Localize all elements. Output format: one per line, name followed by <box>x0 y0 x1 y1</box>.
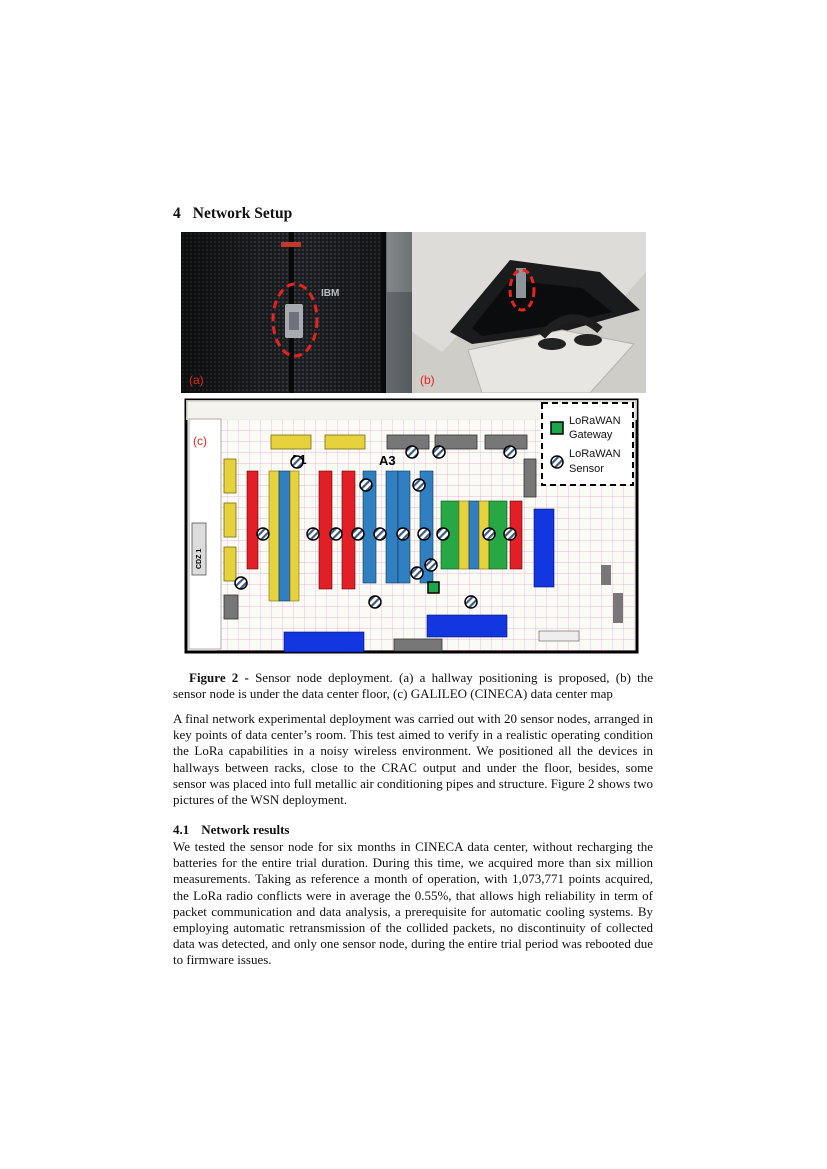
panel-label-a: (a) <box>189 373 204 387</box>
sensor-device-floor <box>516 268 526 298</box>
legend-sensor-line1: LoRaWAN <box>569 448 621 460</box>
section-heading: 4 Network Setup <box>173 205 292 223</box>
paragraph-deployment: A final network experimental deployment … <box>173 711 653 808</box>
figure-caption: Figure 2 - Sensor node deployment. (a) a… <box>173 670 653 702</box>
photo-rack-hallway: IBM (a) <box>181 232 412 393</box>
rack-group-a3 <box>362 470 434 584</box>
rack-group-a1 <box>246 470 356 602</box>
datacenter-map: CDZ 1 (c) <box>183 397 640 655</box>
highlight-ellipse <box>271 282 319 358</box>
section-title: Network Setup <box>192 205 293 222</box>
paragraph-network-results: We tested the sensor node for six months… <box>173 839 653 968</box>
legend-gateway-line1: LoRaWAN <box>569 415 621 427</box>
caption-line-1: Sensor node deployment. (a) a hallway po… <box>248 670 653 685</box>
section-number: 4 <box>173 205 181 222</box>
panel-label-b: (b) <box>420 373 435 387</box>
lorawan-gateway-marker <box>427 581 440 594</box>
subsection-title: Network results <box>201 822 290 837</box>
map-legend: LoRaWAN Gateway LoRaWAN Sensor <box>541 402 634 486</box>
caption-line-2: sensor node is under the data center flo… <box>173 686 613 701</box>
legend-gateway-icon <box>550 421 564 435</box>
panel-label-c: (c) <box>193 434 207 448</box>
area-label-a3: A3 <box>379 453 396 468</box>
cdz-label: CDZ 1 <box>196 549 203 569</box>
highlight-ellipse-b <box>508 268 536 312</box>
photo-under-floor: (b) <box>412 232 646 393</box>
rack-brand-label: IBM <box>321 288 339 299</box>
subsection-heading: 4.1 Network results <box>173 822 289 838</box>
legend-sensor-icon <box>550 455 564 469</box>
subsection-number: 4.1 <box>173 822 190 837</box>
legend-sensor-line2: Sensor <box>569 463 604 475</box>
legend-gateway-line2: Gateway <box>569 429 613 441</box>
sensor-markers <box>234 445 517 609</box>
caption-figure-number: Figure 2 - <box>189 670 249 685</box>
